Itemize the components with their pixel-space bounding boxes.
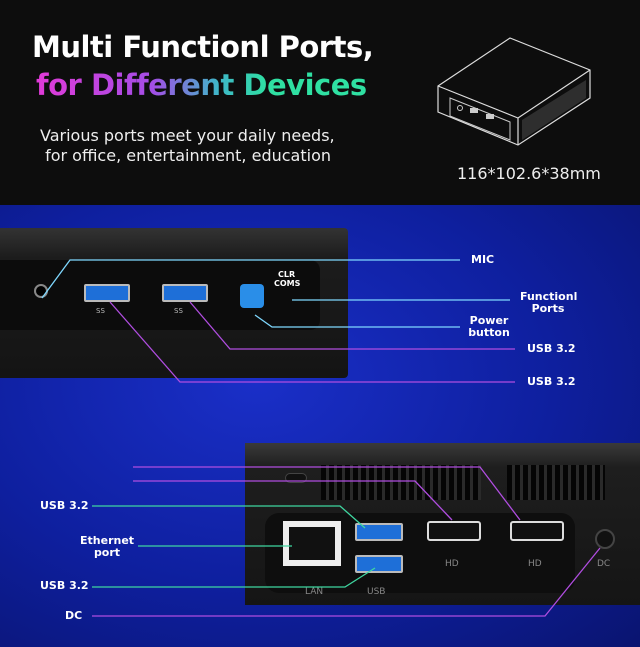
line-top-1 (133, 466, 521, 521)
power-button (240, 284, 264, 308)
clr-text: CLR (278, 270, 296, 279)
label-mic: MIC (471, 253, 495, 266)
hd-label-1: HD (445, 559, 459, 569)
usb-port-1 (84, 284, 130, 302)
label-rear-usb-top: USB 3.2 (40, 499, 89, 512)
line-mic (41, 259, 460, 299)
vent-right (507, 465, 605, 500)
usb-label: USB (367, 587, 386, 597)
lock-icon (285, 473, 307, 483)
title-line-1: Multi Functionl Ports, (32, 30, 374, 64)
rear-usb-port-2 (355, 555, 403, 573)
hdmi-port-2 (510, 521, 564, 541)
label-usb-b: USB 3.2 (527, 375, 576, 388)
label-usb-a: USB 3.2 (527, 342, 576, 355)
hd-label-2: HD (528, 559, 542, 569)
rear-panel-device: LAN USB HD HD DC (245, 443, 640, 605)
hdmi-port-1 (427, 521, 481, 541)
vent-left (321, 465, 481, 500)
line-top-2 (133, 480, 453, 521)
line-usb-top (92, 505, 366, 529)
ss-logo-1: SS (96, 307, 105, 315)
title-line-2: for Different Devices (36, 68, 367, 102)
line-usb-b (109, 301, 515, 383)
dc-port-label: DC (597, 559, 611, 569)
label-rear-usb-bottom: USB 3.2 (40, 579, 89, 592)
label-dc: DC (65, 609, 83, 622)
usb-port-2 (162, 284, 208, 302)
ethernet-port (283, 521, 341, 566)
ss-logo-2: SS (174, 307, 183, 315)
mini-pc-outline-icon (437, 37, 591, 146)
line-power (254, 314, 460, 328)
header-section: Multi Functionl Ports, for Different Dev… (0, 0, 640, 205)
line-dc (92, 547, 601, 617)
label-functional-ports: Functionl Ports (520, 290, 578, 315)
lan-label: LAN (305, 587, 324, 597)
front-face: SS SS CLR COMS (0, 260, 320, 330)
dimensions-text: 116*102.6*38mm (457, 164, 601, 183)
front-panel-device: SS SS CLR COMS (0, 228, 348, 378)
label-ethernet: Ethernet port (80, 534, 135, 559)
line-usb-bottom (92, 567, 376, 588)
label-power-button: Power button (468, 314, 510, 339)
coms-text: COMS (274, 279, 301, 288)
line-usb-a (189, 301, 515, 350)
subtitle: Various ports meet your daily needs, for… (40, 126, 335, 165)
rear-usb-port-1 (355, 523, 403, 541)
dc-jack (595, 529, 615, 549)
